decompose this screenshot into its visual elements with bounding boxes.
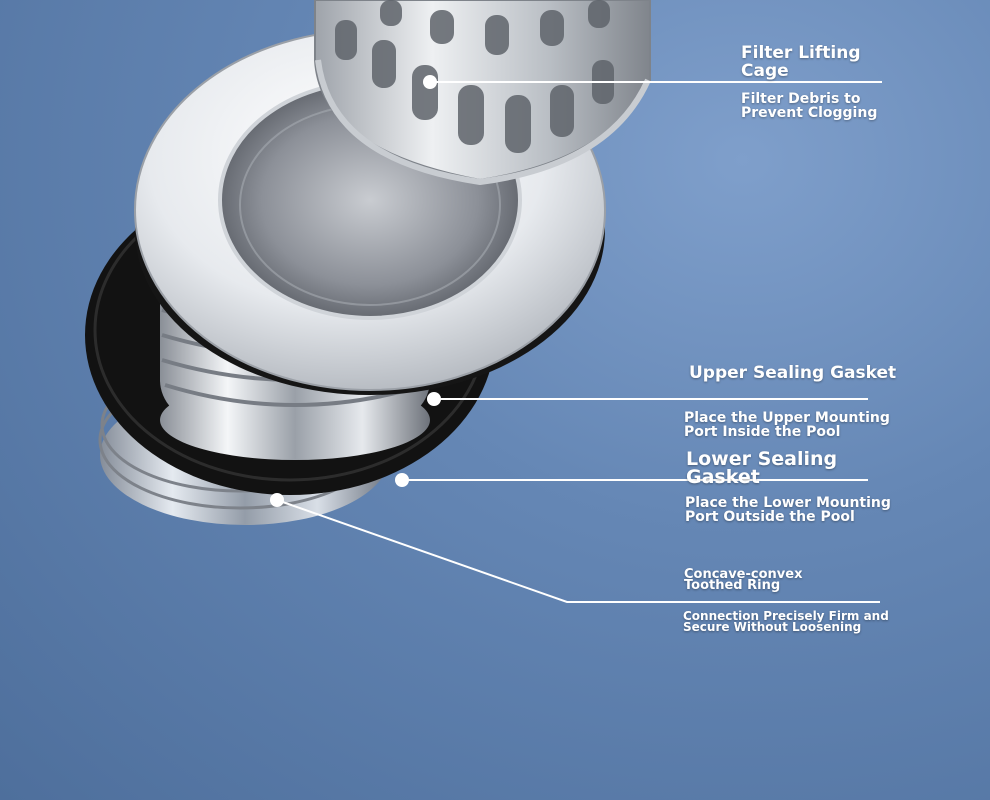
- filter-cage-title: Filter Lifting Cage: [741, 43, 861, 81]
- toothed-ring-desc: Connection Precisely Firm and Secure Wit…: [683, 609, 889, 634]
- callout-dot-lower-gasket: [395, 473, 409, 487]
- upper-gasket-desc: Place the Upper Mounting Port Inside the…: [684, 410, 890, 440]
- callout-dot-toothed-ring: [270, 493, 284, 507]
- filter-cage-desc: Filter Debris to Prevent Clogging: [741, 91, 878, 121]
- callout-lines: [276, 81, 882, 603]
- filter-cage-shape: [314, 0, 651, 186]
- callout-dot-upper-gasket: [427, 392, 441, 406]
- toothed-ring-title: Concave-convex Toothed Ring: [684, 567, 803, 593]
- lower-gasket-title: Lower Sealing Gasket: [686, 448, 838, 488]
- callout-dot-filter-cage: [423, 75, 437, 89]
- lower-gasket-desc: Place the Lower Mounting Port Outside th…: [685, 495, 891, 525]
- callout-line-toothed-ring: [276, 499, 880, 603]
- upper-gasket-title: Upper Sealing Gasket: [689, 363, 897, 383]
